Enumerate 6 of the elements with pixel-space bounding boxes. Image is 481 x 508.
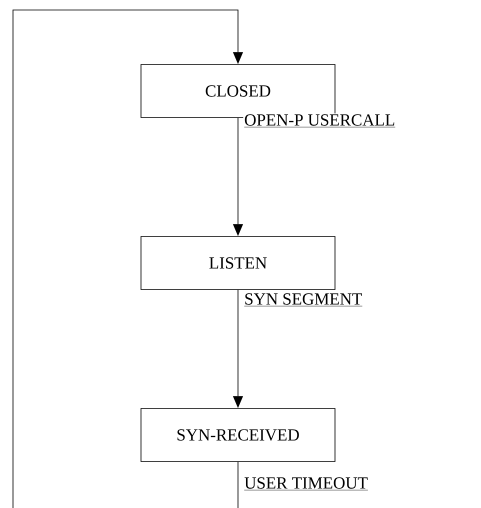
arrow bbox=[12, 10, 244, 508]
state-box: SYN-RECEIVED bbox=[140, 408, 336, 462]
edge-label: SYN SEGMENT bbox=[243, 292, 364, 308]
state-box: LISTEN bbox=[140, 236, 336, 290]
edge-label: USER TIMEOUT bbox=[243, 476, 369, 492]
edge-label: OPEN-P USERCALL bbox=[243, 113, 396, 129]
